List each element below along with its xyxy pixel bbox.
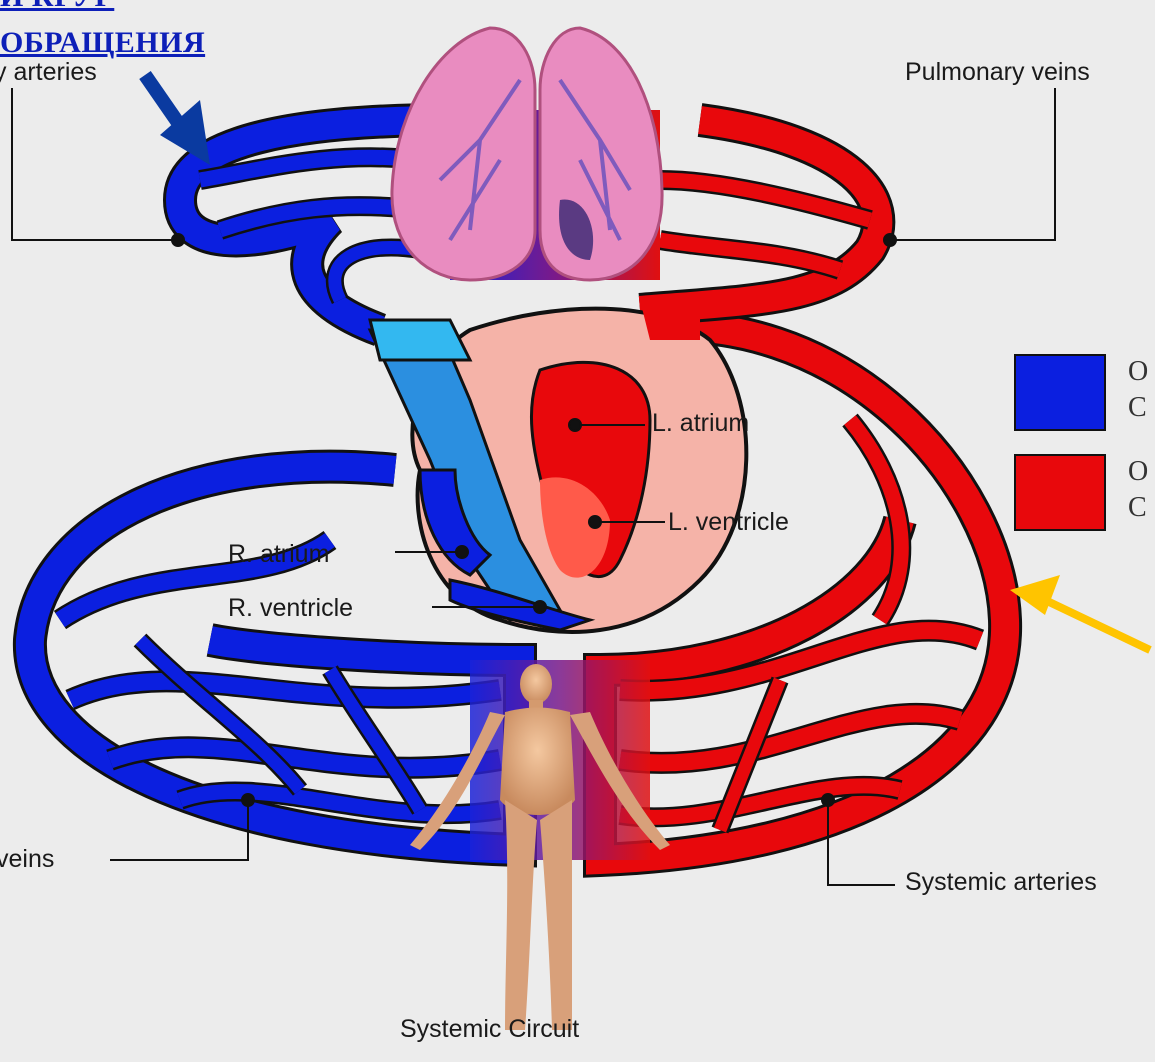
heading-line2: ОБРАЩЕНИЯ (0, 26, 205, 60)
lungs (392, 28, 662, 280)
label-r-atrium: R. atrium (228, 540, 329, 569)
label-systemic-arteries: Systemic arteries (905, 868, 1097, 897)
heading-line1: Й КРУГ (0, 0, 114, 14)
label-l-atrium: L. atrium (652, 409, 749, 438)
legend-blue-swatch (1015, 355, 1105, 430)
pulmonary-veins-network (640, 120, 878, 310)
legend-blue-line2: C (1128, 394, 1147, 422)
legend-red-line1: O (1128, 458, 1148, 486)
heart (370, 300, 746, 632)
legend-red-line2: C (1128, 494, 1147, 522)
label-pulmonary-arteries: y arteries (0, 58, 97, 87)
blue-pointer-arrow (145, 75, 210, 165)
label-systemic-veins: veins (0, 845, 54, 874)
yellow-pointer-arrow (1010, 575, 1150, 650)
legend-blue-line1: O (1128, 358, 1148, 386)
legend-red-swatch (1015, 455, 1105, 530)
label-pulmonary-veins: Pulmonary veins (905, 58, 1090, 87)
label-r-ventricle: R. ventricle (228, 594, 353, 623)
label-systemic-circuit: Systemic Circuit (400, 1015, 579, 1044)
label-l-ventricle: L. ventricle (668, 508, 789, 537)
